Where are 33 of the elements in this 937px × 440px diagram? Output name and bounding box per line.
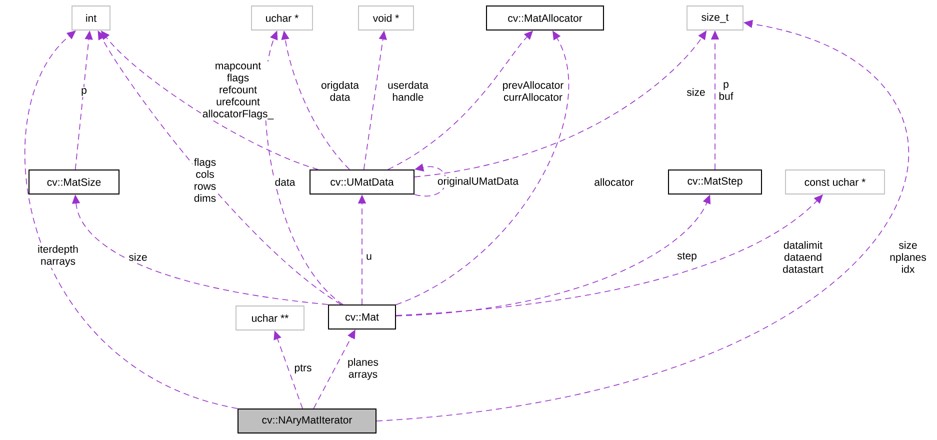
edge-label: size <box>127 252 149 262</box>
type-box: size_t <box>686 6 744 30</box>
edge-label: origdata data <box>320 80 360 102</box>
type-box: const uchar * <box>785 170 885 194</box>
edge-label: datalimit dataend datastart <box>781 240 825 274</box>
edge-label: originalUMatData <box>436 176 520 188</box>
edge-label: allocator <box>592 177 636 187</box>
type-box: void * <box>358 6 414 30</box>
edge-label: size <box>685 87 707 97</box>
class-box: cv::Mat <box>328 304 396 330</box>
edge-label: step <box>676 252 698 262</box>
edge-label: ptrs <box>292 364 314 374</box>
edge-label: p buf <box>717 81 735 101</box>
arrow <box>396 30 569 306</box>
edge-label: data <box>273 177 297 187</box>
edge-label: p <box>80 87 88 97</box>
class-box: cv::UMatData <box>310 170 414 194</box>
edge-label: prevAllocator currAllocator <box>500 80 566 102</box>
class-box: cv::MatSize <box>28 170 120 194</box>
type-box: uchar ** <box>236 306 304 330</box>
edge-label: flags cols rows dims <box>192 157 218 203</box>
edge-label: size nplanes idx <box>888 240 928 274</box>
edge-label: mapcount flags refcount urefcount allocatorFlags_ <box>200 62 276 120</box>
edge-label: u <box>364 253 374 261</box>
edge-label: planes arrays <box>346 357 380 381</box>
class-box: cv::MatAllocator <box>486 6 604 30</box>
class-box: cv::MatStep <box>668 170 762 194</box>
edge-label: userdata handle <box>386 80 430 102</box>
type-box: uchar * <box>251 6 313 30</box>
edge-label: iterdepth narrays <box>36 244 80 268</box>
type-box: int <box>72 6 110 30</box>
arrow <box>313 330 356 409</box>
class-box: cv::NAryMatIterator <box>238 408 376 434</box>
